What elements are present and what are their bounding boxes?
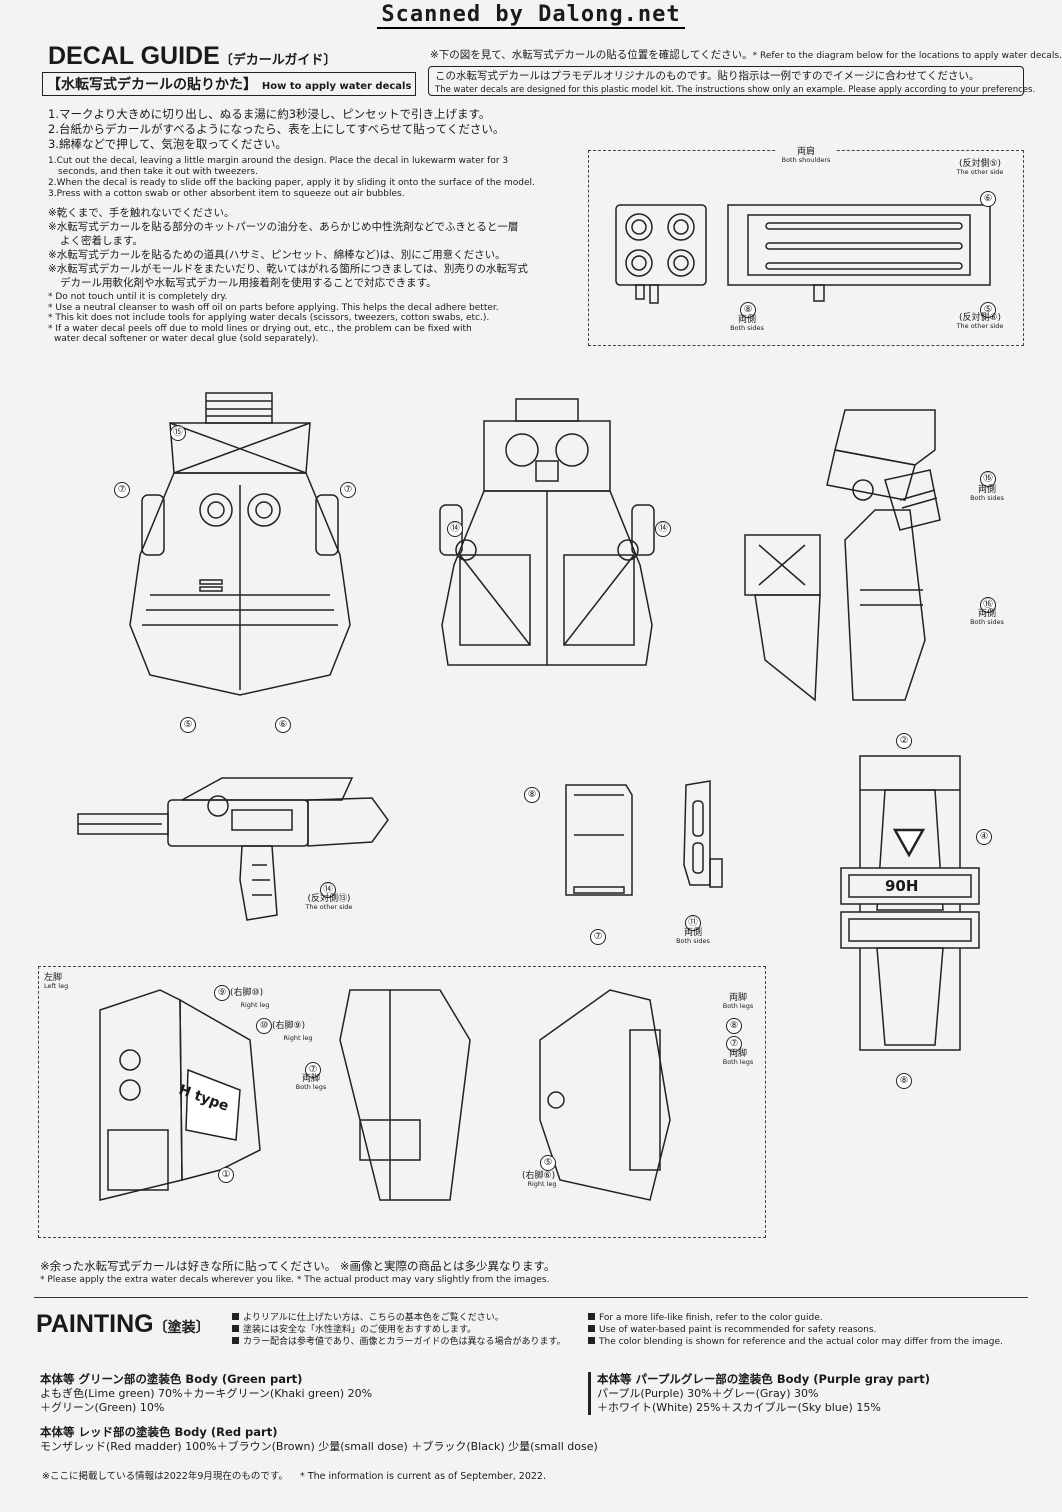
howto-heading: 【水転写式デカールの貼りかた】 How to apply water decal… — [42, 72, 417, 96]
painting-title: PAINTING〔塗装〕 — [36, 1310, 210, 1338]
footer-note: ※ここに掲載している情報は2022年9月現在のものです。 * The infor… — [42, 1471, 546, 1482]
callout-4: ④ — [976, 829, 992, 845]
callout-7-front-left: ⑦ — [114, 482, 130, 498]
callout-10-leg: ⑩ — [256, 1018, 272, 1034]
callout-7-leg-mid: ⑦ — [305, 1062, 321, 1078]
cautions-jp: ※乾くまで、手を触れないでください。 ※水転写式デカールを貼る部分のキットパーツ… — [48, 207, 528, 289]
legs-diagram-box — [38, 966, 766, 1238]
callout-6-front: ⑥ — [275, 717, 291, 733]
callout-8-leg: ⑧ — [726, 1018, 742, 1034]
other-side-label-12: (反対側⑬)The other side — [305, 894, 353, 911]
callout-14: ⑮ — [170, 425, 186, 441]
other-side-label-5: (反対側⑤)The other side — [956, 159, 1004, 176]
steps-en: 1.Cut out the decal, leaving a little ma… — [48, 156, 535, 199]
color-purple-gray: 本体等 パープルグレー部の塗装色 Body (Purple gray part)… — [588, 1372, 930, 1415]
color-green: 本体等 グリーン部の塗装色 Body (Green part) よもぎ色(Lim… — [40, 1372, 373, 1414]
callout-8-shoulder: ⑧ — [740, 302, 756, 318]
callout-9-right-10: ⑨(右脚⑩) — [214, 985, 263, 1001]
legs-drawing — [99, 989, 671, 1201]
callout-6-top: ⑥ — [980, 191, 996, 207]
callout-8-skirt: ⑧ — [524, 787, 540, 803]
original-decal-note: この水転写式デカールはプラモデルオリジナルのものです。貼り指示は一例ですのでイメ… — [428, 66, 1035, 96]
callout-1: ① — [218, 1167, 234, 1183]
color-red: 本体等 レッド部の塗装色 Body (Red part) モンザレッド(Red … — [40, 1425, 598, 1453]
shoulder-drawing — [615, 204, 991, 304]
front-torso-drawing — [129, 392, 351, 696]
callout-7-skirt: ⑦ — [590, 929, 606, 945]
decal-guide-title: DECAL GUIDE〔デカールガイド〕 — [48, 42, 337, 70]
callout-5-bottom: ⑤ — [980, 302, 996, 318]
callout-7-leg-right: ⑦ — [726, 1036, 742, 1052]
watermark: Scanned by Dalong.net — [0, 2, 1062, 29]
callout-13: ⑭ — [320, 882, 336, 898]
right-leg-label-b: Right leg — [283, 1034, 313, 1042]
skirt-drawing — [565, 780, 723, 896]
callout-10-right-9: ⑩(右脚⑨) — [256, 1018, 305, 1034]
callout-16-top: ⑯ — [980, 471, 996, 487]
extra-decals-note-jp: ※余った水転写式デカールは好きな所に貼ってください。 ※画像と実際の商品とは多少… — [40, 1259, 556, 1273]
callout-11: ⑪ — [685, 915, 701, 931]
back-torso-drawing — [439, 398, 655, 666]
steps-jp: 1.マークより大きめに切り出し、ぬるま湯に約3秒浸し、ピンセットで引き上げます。… — [48, 107, 505, 151]
side-arm-drawing — [744, 409, 941, 702]
other-side-label-6: (反対側⑥)The other side — [956, 313, 1004, 330]
right-leg-label-c: Right leg — [527, 1180, 557, 1188]
right-leg-label-a: Right leg — [240, 1001, 270, 1009]
cautions-en: * Do not touch until it is completely dr… — [48, 292, 499, 344]
shield-drawing — [840, 755, 980, 1051]
callout-9-leg: ⑨ — [214, 985, 230, 1001]
painting-notes-en: For a more life-like finish, refer to th… — [588, 1312, 1003, 1348]
refer-note: ※下の図を見て、水転写式デカールの貼る位置を確認してください。* Refer t… — [430, 49, 1062, 61]
callout-5-front: ⑤ — [180, 717, 196, 733]
callout-15-right: ⑭ — [655, 521, 671, 537]
shield-mark-90h: 90H — [885, 877, 919, 895]
rifle-drawing — [77, 777, 389, 921]
right-leg-6-label: (右脚⑥) — [522, 1171, 556, 1181]
painting-notes-jp: よりリアルに仕上げたい方は、こちらの基本色をご覧ください。 塗装には安全な「水性… — [232, 1312, 566, 1348]
callout-2: ② — [896, 733, 912, 749]
extra-decals-note-en: * Please apply the extra water decals wh… — [40, 1275, 550, 1285]
painting-divider — [34, 1297, 1028, 1298]
callout-7-front-right: ⑦ — [340, 482, 356, 498]
callout-5-leg: ⑤ — [540, 1155, 556, 1171]
callout-16-bottom: ⑯ — [980, 597, 996, 613]
callout-15-left: ⑭ — [447, 521, 463, 537]
callout-8-shield: ⑧ — [896, 1073, 912, 1089]
